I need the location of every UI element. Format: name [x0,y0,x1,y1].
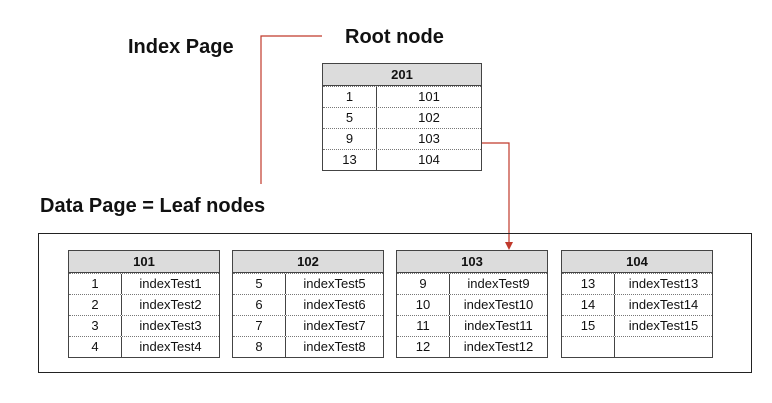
root-table-header: 201 [323,64,481,86]
root-node-label: Root node [345,26,444,48]
root-page-cell: 104 [418,152,440,167]
leaf-table-header: 104 [562,251,712,273]
leaf-table-row: 1 indexTest1 [69,273,219,294]
root-table-row: 1 101 [323,86,481,107]
leaf-table-row: 10 indexTest10 [397,294,547,315]
leaf-table-header: 102 [233,251,383,273]
leaf-value-cell: indexTest15 [628,318,699,333]
leaf-table-row: 6 indexTest6 [233,294,383,315]
leaf-value-cell: indexTest3 [139,318,202,333]
leaf-table-row: 9 indexTest9 [397,273,547,294]
leaf-table-row: 3 indexTest3 [69,315,219,336]
leaf-table-row: 8 indexTest8 [233,336,383,357]
leaf-key-cell: 7 [233,316,286,336]
index-page-bracket [260,35,322,184]
leaf-table-row: 14 indexTest14 [562,294,712,315]
leaf-table-row: 15 indexTest15 [562,315,712,336]
leaf-table-102: 102 5 indexTest5 6 indexTest6 7 indexTes… [232,250,384,358]
leaf-key-cell: 9 [397,274,450,294]
root-key-cell: 5 [323,108,377,128]
root-table-row: 13 104 [323,149,481,170]
leaf-table-row: 12 indexTest12 [397,336,547,357]
leaf-nodes-frame [38,233,752,373]
leaf-key-cell: 12 [397,337,450,357]
leaf-value-cell: indexTest6 [303,297,366,312]
leaf-table-104: 104 13 indexTest13 14 indexTest14 15 ind… [561,250,713,358]
leaf-value-cell: indexTest11 [464,318,533,333]
leaf-value-cell [615,337,712,357]
leaf-value-cell: indexTest9 [467,276,530,291]
root-page-cell: 101 [418,89,440,104]
leaf-key-cell [562,337,615,357]
leaf-key-cell: 11 [397,316,450,336]
leaf-value-cell: indexTest5 [303,276,366,291]
leaf-table-header: 103 [397,251,547,273]
leaf-key-cell: 6 [233,295,286,315]
leaf-value-cell: indexTest8 [303,339,366,354]
data-page-label: Data Page = Leaf nodes [40,195,266,217]
leaf-table-101: 101 1 indexTest1 2 indexTest2 3 indexTes… [68,250,220,358]
leaf-table-row: 11 indexTest11 [397,315,547,336]
leaf-table-row: 5 indexTest5 [233,273,383,294]
leaf-value-cell: indexTest12 [463,339,534,354]
leaf-value-cell: indexTest10 [463,297,534,312]
leaf-value-cell: indexTest4 [139,339,202,354]
root-page-cell: 102 [418,110,440,125]
leaf-key-cell: 3 [69,316,122,336]
root-key-cell: 13 [323,150,377,170]
leaf-value-cell: indexTest2 [139,297,202,312]
root-table-row: 9 103 [323,128,481,149]
leaf-key-cell: 14 [562,295,615,315]
leaf-table-row: 13 indexTest13 [562,273,712,294]
leaf-key-cell: 10 [397,295,450,315]
leaf-key-cell: 4 [69,337,122,357]
root-page-cell: 103 [418,131,440,146]
index-page-label: Index Page [128,36,234,58]
leaf-key-cell: 8 [233,337,286,357]
leaf-table-row: 7 indexTest7 [233,315,383,336]
leaf-table-103: 103 9 indexTest9 10 indexTest10 11 index… [396,250,548,358]
root-key-cell: 1 [323,87,377,107]
leaf-table-header: 101 [69,251,219,273]
root-table-row: 5 102 [323,107,481,128]
leaf-table-row: 4 indexTest4 [69,336,219,357]
root-node-table: 201 1 101 5 102 9 103 13 104 [322,63,482,171]
leaf-key-cell: 1 [69,274,122,294]
leaf-value-cell: indexTest13 [628,276,699,291]
leaf-value-cell: indexTest1 [139,276,202,291]
pointer-arrowhead [505,242,513,250]
leaf-value-cell: indexTest14 [628,297,699,312]
leaf-key-cell: 5 [233,274,286,294]
leaf-value-cell: indexTest7 [303,318,366,333]
pointer-root-103-to-leaf-103 [480,142,510,244]
leaf-table-row: 2 indexTest2 [69,294,219,315]
root-key-cell: 9 [323,129,377,149]
leaf-key-cell: 2 [69,295,122,315]
leaf-key-cell: 13 [562,274,615,294]
leaf-table-row [562,336,712,357]
leaf-key-cell: 15 [562,316,615,336]
